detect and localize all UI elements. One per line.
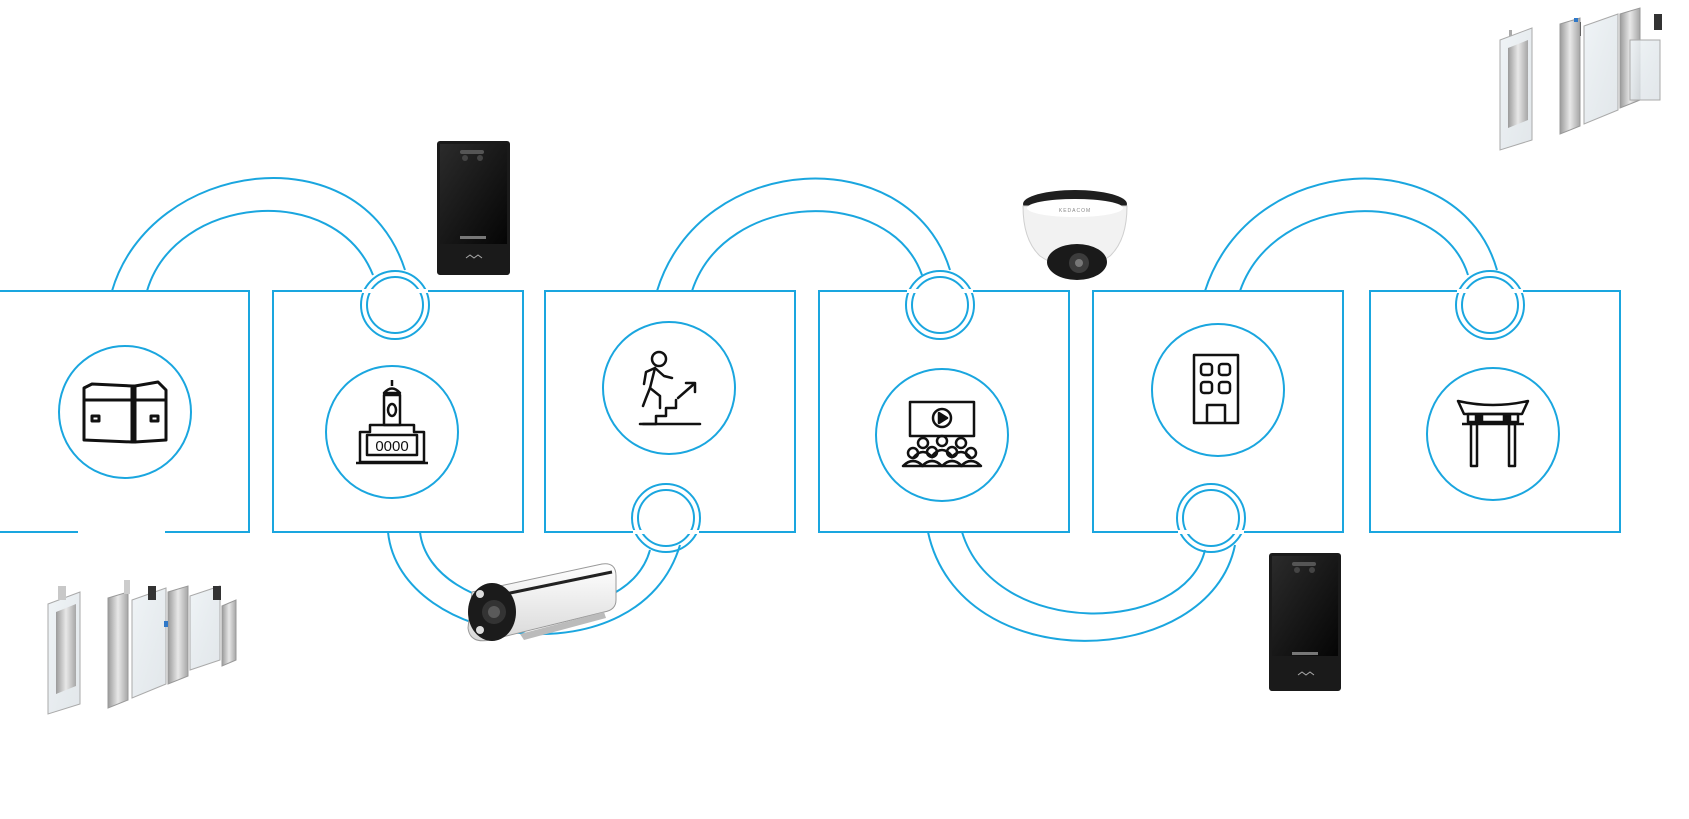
panel-1-frame (0, 290, 250, 533)
panel-6-frame (1369, 290, 1621, 533)
edge-masks (78, 289, 1523, 534)
top-arc-3-outer (1204, 177, 1498, 292)
bottom-arc-2-outer (927, 531, 1236, 642)
torii-gate-icon (1456, 399, 1530, 468)
face-terminal-icon (437, 141, 510, 275)
dome-camera-icon: KEDACOM (1022, 190, 1128, 280)
knob-3 (1455, 270, 1525, 340)
knob-1 (360, 270, 430, 340)
icon-circles (58, 321, 1560, 502)
panel-2-frame (272, 290, 524, 533)
office-building-icon (1192, 353, 1240, 425)
bottom-arc-2-inner (961, 531, 1206, 615)
panel-5-frame (1092, 290, 1344, 533)
speed-gate-icon (47, 580, 237, 715)
warehouse-icon (82, 380, 168, 444)
top-arc-1-inner (146, 209, 374, 292)
knob-4 (631, 483, 701, 553)
bank-icon (356, 380, 428, 465)
bullet-camera-icon (467, 563, 617, 642)
dome-brand-text: KEDACOM (1059, 208, 1091, 214)
panel-1-circle (58, 345, 192, 479)
knob-5 (1176, 483, 1246, 553)
connector-group (111, 177, 1525, 642)
knob-2 (905, 270, 975, 340)
panel-3-circle (602, 321, 736, 455)
top-arc-2-inner (691, 210, 923, 292)
knob-2-inner (911, 276, 969, 334)
face-terminal-icon (1269, 553, 1341, 691)
panel-3-frame (544, 290, 796, 533)
panel-6-circle (1426, 367, 1560, 501)
panel-4-frame (818, 290, 1070, 533)
panel-2-circle (325, 365, 459, 499)
top-arc-1-outer (111, 177, 406, 292)
cinema-audience-icon (901, 400, 983, 468)
career-growth-icon (638, 350, 702, 426)
bank-counter-text: 0000 (375, 438, 408, 455)
panel-group (0, 290, 1621, 533)
top-arc-3-inner (1239, 210, 1469, 292)
knob-3-inner (1461, 276, 1519, 334)
top-arc-2-outer (656, 177, 951, 292)
knob-4-inner (637, 489, 695, 547)
knob-5-inner (1182, 489, 1240, 547)
speed-gate-icon (1499, 7, 1662, 151)
knob-1-inner (366, 276, 424, 334)
